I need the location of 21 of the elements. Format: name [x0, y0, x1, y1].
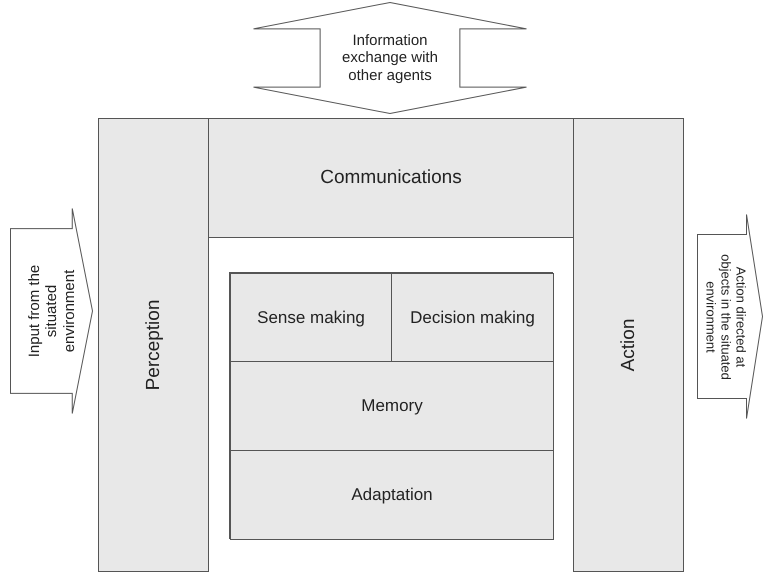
box-label: Action [618, 318, 640, 374]
process-box [98, 118, 209, 572]
group-frame [229, 272, 553, 539]
box-label: Perception [142, 298, 164, 392]
arrow-label: Information exchange with other agents [341, 32, 439, 84]
process-box [230, 450, 554, 540]
box-label: Communications [319, 167, 463, 189]
box-label: Adaptation [350, 485, 434, 505]
arrow-label: Action directed at objects in the situated environment [702, 252, 748, 382]
process-box [230, 273, 392, 362]
box-label: Decision making [409, 308, 536, 328]
block-arrow [10, 208, 93, 414]
block-arrow [253, 2, 527, 114]
block-arrow [697, 214, 763, 419]
box-label: Memory [360, 396, 424, 416]
process-box [573, 118, 684, 572]
arrow-label: Input from the situated environment [26, 264, 78, 360]
process-box [208, 118, 574, 238]
process-box [230, 361, 554, 451]
process-box [391, 273, 554, 362]
box-label: Sense making [256, 308, 366, 328]
